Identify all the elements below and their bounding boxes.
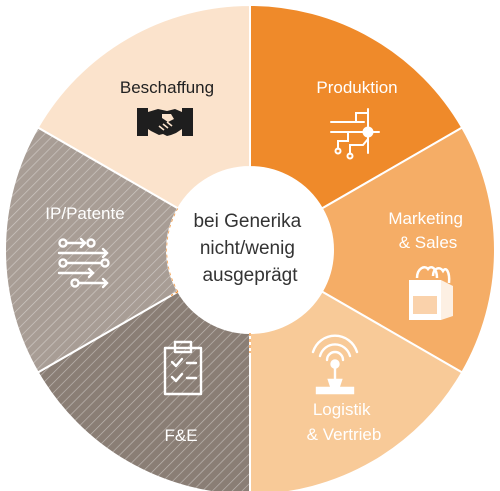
label-ip: IP/Patente	[45, 204, 124, 223]
hatch-overlay-fue	[37, 291, 250, 491]
center-circle	[167, 167, 333, 333]
connections-icon	[57, 237, 110, 289]
label-marketing: Marketing & Sales	[388, 209, 467, 252]
label-beschaffung: Beschaffung	[120, 78, 214, 97]
label-logistik: Logistik & Vertrieb	[307, 400, 382, 444]
label-logistik-line-1: Logistik	[313, 400, 371, 419]
label-beschaffung-line: Beschaffung	[120, 78, 214, 97]
circuit-icon	[330, 108, 380, 160]
label-fue: F&E	[164, 426, 197, 445]
label-logistik-line-2: & Vertrieb	[307, 425, 382, 444]
label-fue-line: F&E	[164, 426, 197, 445]
center-text-line-3: ausgeprägt	[202, 265, 298, 286]
signal-tower-icon	[311, 334, 359, 395]
shopping-bag-icon	[409, 266, 453, 320]
hatch-overlay-ip	[4, 127, 179, 373]
label-ip-line: IP/Patente	[45, 204, 124, 223]
handshake-icon	[137, 108, 193, 136]
center-text-line-2: nicht/wenig	[200, 238, 295, 259]
clipboard-check-icon	[163, 340, 203, 396]
center-text: bei Generika nicht/wenig ausgeprägt	[193, 211, 306, 286]
label-marketing-line-1: Marketing	[388, 209, 463, 228]
label-produktion: Produktion	[316, 78, 397, 97]
label-marketing-line-2: & Sales	[399, 233, 458, 252]
center-text-line-1: bei Generika	[193, 211, 301, 232]
label-produktion-line: Produktion	[316, 78, 397, 97]
